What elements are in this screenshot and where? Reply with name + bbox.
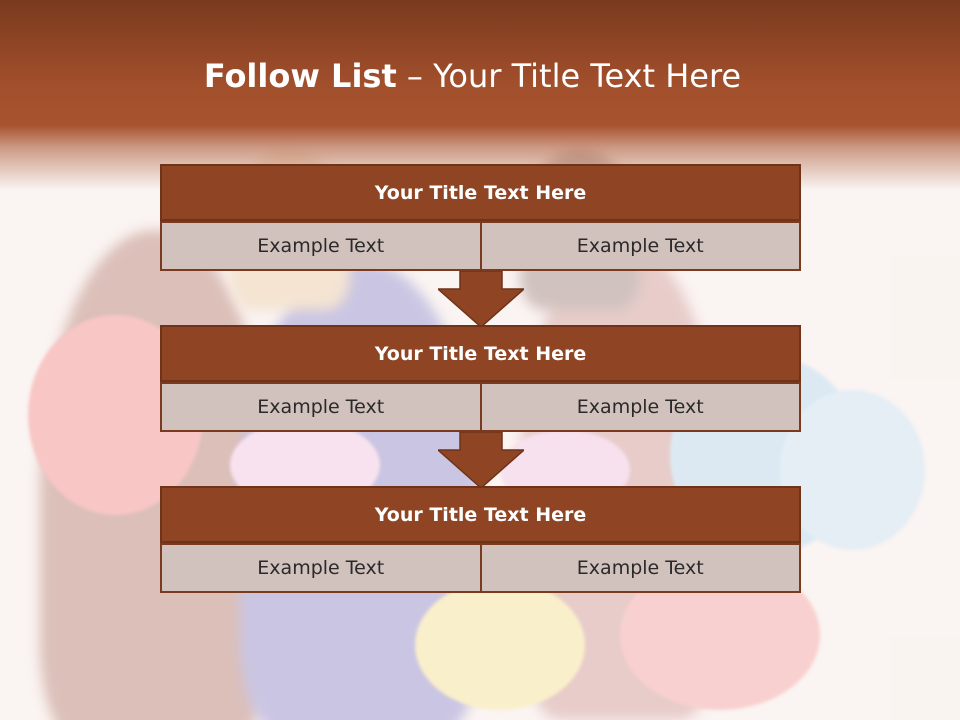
block-text-right: Example Text <box>481 543 801 593</box>
down-arrow-icon <box>438 271 524 327</box>
list-block: Your Title Text Here Example Text Exampl… <box>160 486 801 593</box>
slide-title: Follow List – Your Title Text Here <box>0 52 945 100</box>
list-block: Your Title Text Here Example Text Exampl… <box>160 164 801 271</box>
block-text-right: Example Text <box>481 382 801 432</box>
block-text-left: Example Text <box>160 221 482 271</box>
block-row: Example Text Example Text <box>160 382 801 432</box>
block-row: Example Text Example Text <box>160 543 801 593</box>
block-text-left: Example Text <box>160 382 482 432</box>
block-row: Example Text Example Text <box>160 221 801 271</box>
slide-title-rest: – Your Title Text Here <box>396 57 742 95</box>
down-arrow-icon <box>438 432 524 488</box>
title-bar <box>0 0 960 190</box>
slide-title-bold: Follow List <box>203 57 397 95</box>
block-title: Your Title Text Here <box>160 486 801 543</box>
block-text-left: Example Text <box>160 543 482 593</box>
block-text-right: Example Text <box>481 221 801 271</box>
block-title: Your Title Text Here <box>160 325 801 382</box>
block-title: Your Title Text Here <box>160 164 801 221</box>
list-block: Your Title Text Here Example Text Exampl… <box>160 325 801 432</box>
